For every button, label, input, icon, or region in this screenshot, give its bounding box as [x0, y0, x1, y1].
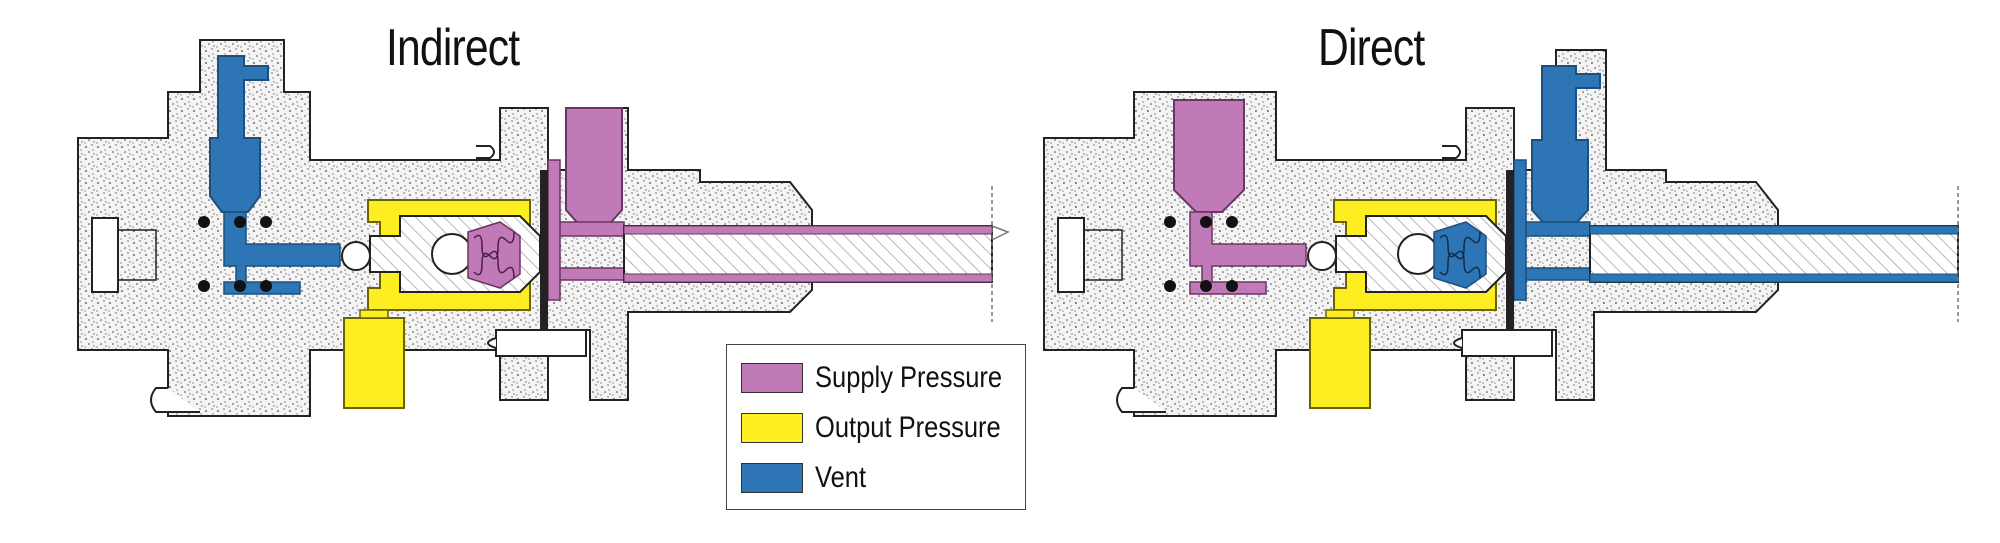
mount-bracket: [495, 329, 587, 357]
bottom-latch: [1116, 387, 1166, 413]
legend-item-output: Output Pressure: [741, 411, 1033, 445]
spring-chamber: [1433, 221, 1487, 289]
legend-swatch-output: [741, 413, 803, 443]
vent-plug: [209, 55, 269, 213]
mount-bracket: [1461, 329, 1553, 357]
shaft-supply-line-bottom: [623, 273, 993, 283]
shaft-supply-line-top: [623, 225, 993, 235]
output-port: [343, 317, 405, 409]
spring-chamber: [467, 221, 521, 289]
legend-label-supply: Supply Pressure: [815, 361, 1003, 394]
end-cap: [91, 217, 119, 293]
ball-valve-right: [1397, 233, 1439, 275]
vent-passage: [223, 211, 341, 295]
output-port: [1309, 317, 1371, 409]
legend-label-vent: Vent: [815, 461, 867, 494]
ball-valve-right: [431, 233, 473, 275]
ball-valve-left: [341, 241, 371, 271]
legend: Supply Pressure Output Pressure Vent: [726, 344, 1026, 510]
spring: [473, 231, 515, 279]
legend-item-vent: Vent: [741, 461, 875, 495]
legend-swatch-vent: [741, 463, 803, 493]
shaft-vent-line-bottom: [1589, 273, 1959, 283]
ball-valve-left: [1307, 241, 1337, 271]
legend-label-output: Output Pressure: [815, 411, 1001, 444]
o-rings: [198, 216, 272, 292]
supply-passage: [1189, 211, 1307, 295]
supply-port: [565, 107, 623, 231]
legend-item-supply: Supply Pressure: [741, 361, 1035, 395]
legend-swatch-supply: [741, 363, 803, 393]
vent-plug: [1531, 65, 1601, 231]
bottom-latch: [150, 387, 200, 413]
shaft-vent-line-top: [1589, 225, 1959, 235]
direct-valve-diagram: [1043, 49, 1959, 417]
end-cap: [1057, 217, 1085, 293]
shaft-outer: [623, 225, 993, 283]
panel-title-direct: Direct: [1318, 19, 1425, 77]
diaphragm-plate: [1506, 170, 1514, 330]
top-tab: [476, 145, 495, 159]
indirect-valve-diagram: [77, 39, 1010, 417]
spring: [1439, 231, 1481, 279]
panel-title-indirect: Indirect: [386, 19, 520, 77]
supply-port: [1173, 99, 1245, 213]
diaphragm-plate: [540, 170, 548, 330]
o-rings: [1164, 216, 1238, 292]
top-tab: [1442, 145, 1461, 159]
